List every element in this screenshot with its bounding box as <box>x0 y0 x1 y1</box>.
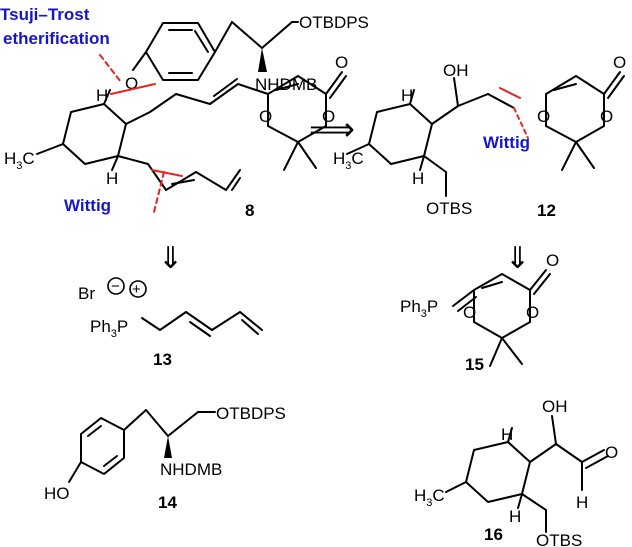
methyl-label-12: H3C <box>333 149 364 172</box>
compound-number-16: 16 <box>484 525 503 544</box>
carbonyl-o-15: O <box>546 251 559 270</box>
methyl-label-16: H3C <box>414 486 445 509</box>
tsuji-trost-label-line1: Tsuji–Trost <box>0 5 90 24</box>
compound-12: OH H H H3C OTBS O O O Wittig 12 <box>333 53 626 220</box>
dioxinone-ring-12 <box>545 75 605 143</box>
wittig-label-12: Wittig <box>483 133 530 152</box>
otbs-label-12: OTBS <box>426 199 472 218</box>
h-label-8a: H <box>96 86 108 105</box>
tsuji-trost-label-line2: etherification <box>3 29 110 48</box>
h-label-12b: H <box>412 169 424 188</box>
carbonyl-o-8: O <box>335 53 348 72</box>
plus-sign: + <box>132 281 141 298</box>
cyclohexane-ring-12 <box>368 103 433 165</box>
otbs-label-16: OTBS <box>536 531 582 547</box>
compound-8: OTBDPS NHDMB O Tsuji–Trost etherificatio… <box>0 5 369 220</box>
wittig-label-8: Wittig <box>64 196 111 215</box>
carbonyl-o-12: O <box>613 53 626 72</box>
oh-label-16: OH <box>542 397 568 416</box>
h-label-12a: H <box>401 86 413 105</box>
minus-sign: − <box>111 278 120 295</box>
ring-o-8b: O <box>322 107 335 126</box>
nhdmb-label-8: NHDMB <box>255 75 317 94</box>
compound-number-13: 13 <box>153 350 172 369</box>
nhdmb-label-14: NHDMB <box>160 460 222 479</box>
ring-o-8a: O <box>259 107 272 126</box>
compound-number-14: 14 <box>158 493 177 512</box>
ring-o-12b: O <box>600 107 613 126</box>
triphenylphosphonium-label: Ph3P <box>90 317 128 340</box>
tsuji-trost-cut <box>110 83 156 95</box>
aldehyde-h-16: H <box>576 493 588 512</box>
ring-o-12a: O <box>537 107 550 126</box>
aldehyde-o-16: O <box>605 443 618 462</box>
compound-number-12: 12 <box>537 201 556 220</box>
wittig-dash-8 <box>153 171 165 213</box>
h-label-8b: H <box>106 169 118 188</box>
bromide-label: Br <box>78 284 95 303</box>
down-arrow-left: ⇓ <box>158 242 183 275</box>
phenol-ring-14 <box>80 417 125 475</box>
dioxinone-ring-15 <box>473 273 531 339</box>
cyclohexane-ring-8 <box>62 103 127 165</box>
hydroxyl-label-14: HO <box>44 484 70 503</box>
cyclohexane-ring-16 <box>465 441 531 503</box>
dioxinone-ring-8 <box>267 75 327 143</box>
oh-label-12: OH <box>443 61 469 80</box>
compound-16: OH O H H H H3C OTBS 16 <box>414 397 618 547</box>
ring-o-15b: O <box>526 303 539 322</box>
methyl-label-8: H3C <box>4 149 35 172</box>
ring-o-15a: O <box>463 303 476 322</box>
compound-15: Ph3P O O O 15 <box>400 251 559 374</box>
down-arrow-right: ⇓ <box>505 242 530 275</box>
aryl-ether-fragment <box>132 21 299 81</box>
wittig-cut-12 <box>499 87 521 99</box>
wittig-dash-12 <box>513 107 529 139</box>
compound-number-15: 15 <box>465 355 484 374</box>
stereo-wedge <box>258 48 267 72</box>
compound-13: Br − + Ph3P 13 <box>78 277 263 369</box>
h-label-16b: H <box>509 507 521 526</box>
retrosynthetic-arrow: ⟹ <box>309 111 355 147</box>
otbdps-label-8: OTBDPS <box>299 13 369 32</box>
compound-number-8: 8 <box>245 201 254 220</box>
otbdps-label-14: OTBDPS <box>216 404 286 423</box>
ylide-label: Ph3P <box>400 297 438 320</box>
wittig-cut-8 <box>151 169 183 177</box>
h-label-16a: H <box>501 425 513 444</box>
tsuji-trost-dash <box>99 54 122 83</box>
compound-14: HO OTBDPS NHDMB 14 <box>44 404 286 512</box>
